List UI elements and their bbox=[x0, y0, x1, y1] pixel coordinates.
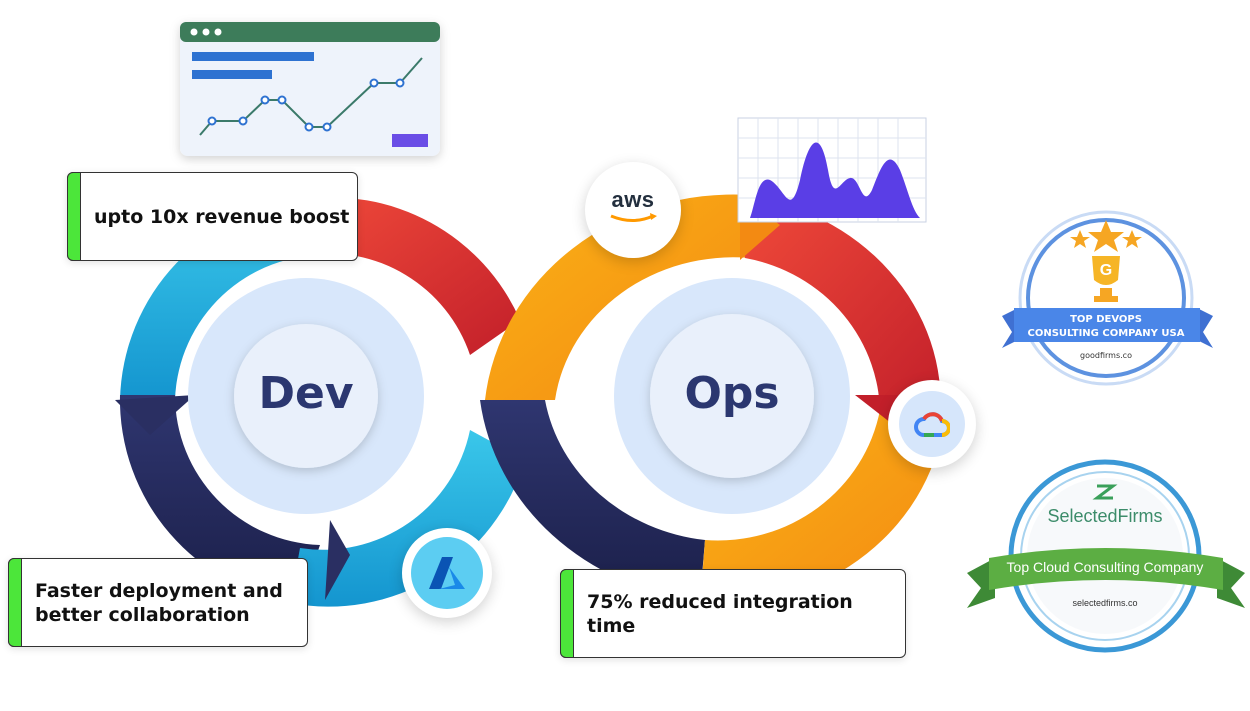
google-cloud-icon bbox=[914, 412, 950, 437]
goodfirms-site: goodfirms.co bbox=[1080, 351, 1132, 360]
dev-inner-disc bbox=[234, 324, 378, 468]
selectedfirms-badge: SelectedFirms Top Cloud Consulting Compa… bbox=[965, 458, 1247, 654]
selectedfirms-site: selectedfirms.co bbox=[1072, 598, 1137, 608]
svg-text:G: G bbox=[1100, 262, 1112, 279]
ops-inner-disc bbox=[650, 314, 814, 478]
ops-ring bbox=[480, 194, 945, 606]
integration-text: 75% reduced integration time bbox=[587, 590, 853, 637]
goodfirms-badge: G TOP DEVOPS CONSULTING COMPANY USA good… bbox=[1000, 208, 1215, 388]
area-chart-illustration bbox=[737, 117, 927, 223]
card-accent-bar bbox=[8, 558, 22, 647]
selectedfirms-ribbon: Top Cloud Consulting Company bbox=[1007, 559, 1204, 575]
revenue-boost-card: upto 10x revenue boost bbox=[67, 172, 358, 261]
azure-icon bbox=[429, 557, 465, 589]
card-accent-bar bbox=[560, 569, 574, 658]
azure-logo bbox=[402, 528, 492, 618]
aws-wordmark: aws bbox=[611, 187, 655, 212]
integration-card: 75% reduced integration time bbox=[560, 569, 906, 658]
aws-smile-icon bbox=[610, 213, 657, 222]
aws-logo: aws bbox=[585, 162, 681, 258]
analytics-window-illustration bbox=[180, 22, 440, 156]
goodfirms-line2: CONSULTING COMPANY USA bbox=[1028, 328, 1185, 339]
revenue-boost-text: upto 10x revenue boost bbox=[94, 205, 350, 228]
deployment-text-line1: Faster deployment and bbox=[35, 579, 283, 602]
selectedfirms-badge-graphic: SelectedFirms Top Cloud Consulting Compa… bbox=[967, 459, 1245, 653]
card-accent-bar bbox=[67, 172, 81, 261]
selectedfirms-brand: SelectedFirms bbox=[1047, 506, 1162, 526]
deployment-card: Faster deployment and better collaborati… bbox=[8, 558, 308, 647]
deployment-text-line2: better collaboration bbox=[35, 603, 250, 626]
dev-label: Dev bbox=[258, 368, 354, 419]
ops-label: Ops bbox=[684, 368, 780, 419]
google-cloud-logo bbox=[888, 380, 976, 468]
goodfirms-badge-graphic: G TOP DEVOPS CONSULTING COMPANY USA good… bbox=[1002, 210, 1213, 386]
goodfirms-line1: TOP DEVOPS bbox=[1070, 314, 1142, 325]
